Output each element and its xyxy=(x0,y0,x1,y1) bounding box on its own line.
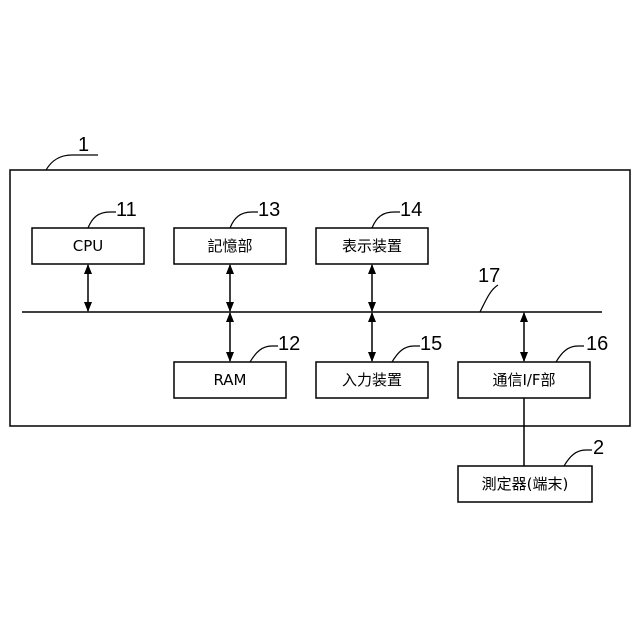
terminal-label: 測定器(端末) xyxy=(482,475,569,493)
bus-ref-number: 17 xyxy=(478,265,500,287)
input-ref-number: 15 xyxy=(420,333,442,355)
comm-ref-number: 16 xyxy=(586,333,608,355)
storage-label: 記憶部 xyxy=(207,237,252,255)
system-ref-number: 1 xyxy=(78,134,89,156)
terminal-block: 測定器(端末) 2 xyxy=(458,437,604,502)
display-label: 表示装置 xyxy=(342,237,402,255)
terminal-ref-number: 2 xyxy=(593,437,604,459)
comm-label: 通信I/F部 xyxy=(492,371,555,389)
ram-label: RAM xyxy=(213,371,246,389)
ram-ref-number: 12 xyxy=(278,333,300,355)
storage-ref-number: 13 xyxy=(258,199,280,221)
display-ref-number: 14 xyxy=(400,199,422,221)
cpu-label: CPU xyxy=(73,237,104,255)
system-ref-label: 1 xyxy=(46,134,98,170)
cpu-ref-number: 11 xyxy=(116,199,137,221)
input-label: 入力装置 xyxy=(342,371,402,389)
